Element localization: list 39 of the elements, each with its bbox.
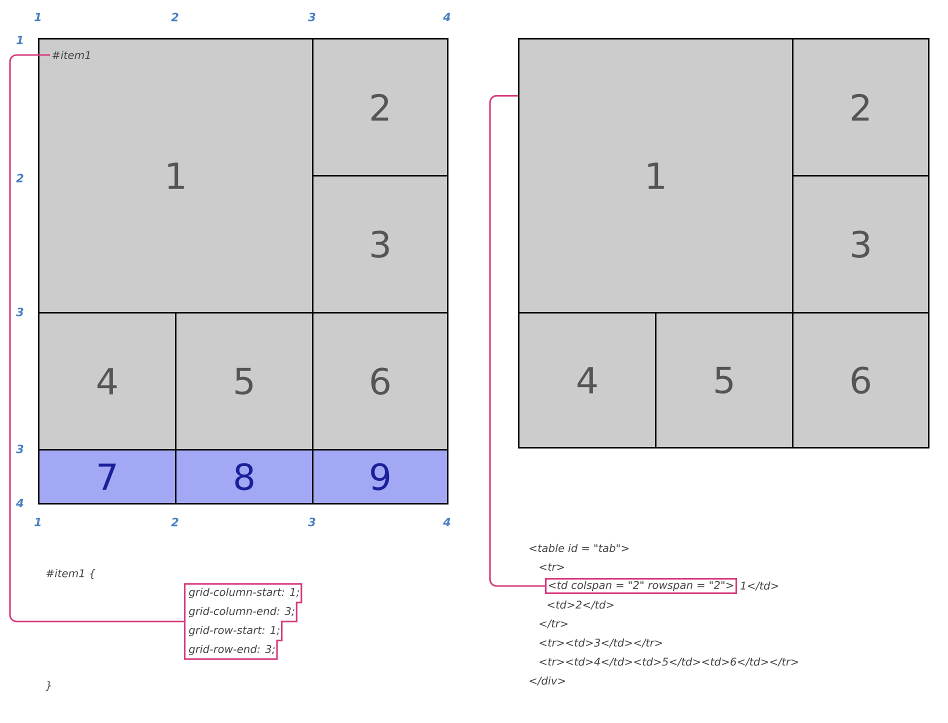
grid-cell: 5 — [655, 312, 794, 448]
code-line: </tr> — [540, 620, 568, 628]
grid-cell: 4 — [518, 312, 656, 448]
highlighted-code: grid-column-start: 1; grid-column-end: 3; grid-row-start: 1; grid-row-end: 3; — [184, 583, 302, 660]
grid-cell: 2 — [792, 38, 930, 176]
grid-cell: 5 — [175, 312, 314, 450]
leader-line — [9, 54, 185, 622]
item-label: #item1 — [52, 50, 90, 60]
code-line: <tr><td>4</td><td>5</td><td>6</td></tr> — [540, 657, 798, 667]
grid-cell: 6 — [792, 312, 930, 448]
grid-cell: 4 — [38, 312, 176, 450]
grid-line-number: 3 — [308, 518, 316, 526]
code-line: </div> — [530, 676, 565, 686]
code-line: #item1 { — [46, 569, 96, 579]
code-line: <table id = "tab"> — [530, 544, 629, 552]
grid-line-number: 4 — [443, 518, 450, 526]
grid-line-number: 2 — [16, 174, 24, 182]
grid-cell: 6 — [312, 312, 448, 450]
grid-line-number: 4 — [443, 12, 450, 22]
grid-cell: 3 — [312, 175, 448, 314]
grid-cell: 9 — [312, 449, 448, 504]
code-line: } — [46, 681, 51, 691]
grid-cell: 2 — [312, 38, 448, 176]
grid-cell: 7 — [38, 449, 176, 504]
highlighted-code: <td colspan = "2" rowspan = "2"> — [545, 578, 738, 594]
grid-line-number: 1 — [34, 518, 41, 526]
grid-line-number: 1 — [16, 36, 23, 44]
leader-line — [489, 95, 545, 587]
code-line: <tr> — [540, 563, 564, 571]
grid-cell: 3 — [792, 175, 930, 314]
grid-cell: 8 — [175, 449, 314, 504]
grid-line-number: 2 — [171, 518, 178, 526]
grid-line-number: 3 — [16, 308, 24, 316]
grid-line-number: 2 — [171, 12, 178, 22]
grid-line-number: 3 — [16, 444, 24, 454]
grid-line-number: 4 — [16, 498, 24, 508]
grid-line-number: 3 — [308, 12, 316, 22]
grid-line-number: 1 — [34, 12, 41, 22]
code-line: <tr><td>3</td></tr> — [540, 638, 662, 648]
